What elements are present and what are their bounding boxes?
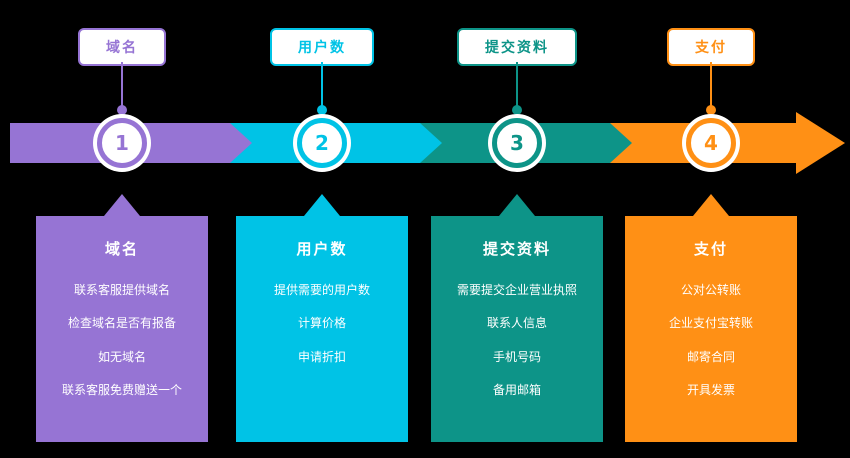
box-title: 提交资料 [482,240,551,258]
step-label: 支付 [695,40,727,56]
box-items: 提供需要的用户数 计算价格 申请折扣 [236,283,408,364]
box-item: 手机号码 [492,349,541,364]
connector-line [121,62,123,106]
connector-dot [512,105,522,115]
box-item: 备用邮箱 [492,383,541,398]
box-item: 开具发票 [686,383,735,398]
connector-line [321,62,323,106]
step-number: 1 [115,131,129,155]
box-pointer-triangle [693,194,729,216]
step-detail-box: 域名 联系客服提供域名 检查域名是否有报备 如无域名 联系客服免费赠送一个 [36,216,208,442]
box-pointer-triangle [104,194,140,216]
step-detail-box: 支付 公对公转账 企业支付宝转账 邮寄合同 开具发票 [625,216,797,442]
box-items: 联系客服提供域名 检查域名是否有报备 如无域名 联系客服免费赠送一个 [36,283,208,398]
step-label-pill: 支付 [667,28,755,66]
box-items: 需要提交企业营业执照 联系人信息 手机号码 备用邮箱 [431,283,603,398]
step-number-circle: 4 [686,118,736,168]
connector-dot [117,105,127,115]
box-title: 支付 [693,240,728,258]
step-label: 域名 [106,40,138,56]
box-items: 公对公转账 企业支付宝转账 邮寄合同 开具发票 [625,283,797,398]
box-item: 联系客服免费赠送一个 [61,383,182,398]
box-item: 邮寄合同 [686,349,735,364]
box-item: 联系客服提供域名 [73,283,170,297]
box-item: 企业支付宝转账 [668,316,753,331]
step-number-circle: 1 [97,118,147,168]
step-number: 3 [510,131,524,155]
box-item: 检查域名是否有报备 [67,316,176,331]
box-item: 计算价格 [297,316,346,331]
connector-dot [706,105,716,115]
step-number: 2 [315,131,329,155]
box-item: 联系人信息 [486,316,547,331]
arrow-head [796,112,845,174]
box-item: 申请折扣 [297,349,346,364]
step-label: 用户数 [298,40,346,56]
connector-line [516,62,518,106]
box-item: 公对公转账 [680,283,741,297]
step-detail-box: 提交资料 需要提交企业营业执照 联系人信息 手机号码 备用邮箱 [431,216,603,442]
box-item: 提供需要的用户数 [273,283,370,297]
box-item: 需要提交企业营业执照 [456,283,577,297]
box-item: 如无域名 [97,349,146,364]
step-detail-box: 用户数 提供需要的用户数 计算价格 申请折扣 [236,216,408,442]
step-label-pill: 用户数 [270,28,374,66]
connector-dot [317,105,327,115]
connector-line [710,62,712,106]
step-number-circle: 3 [492,118,542,168]
step-label-pill: 域名 [78,28,166,66]
box-pointer-triangle [304,194,340,216]
step-number-circle: 2 [297,118,347,168]
box-pointer-triangle [499,194,535,216]
box-title: 域名 [104,240,139,258]
box-title: 用户数 [296,240,348,258]
step-label: 提交资料 [485,40,549,56]
step-number: 4 [704,131,718,155]
step-label-pill: 提交资料 [457,28,577,66]
